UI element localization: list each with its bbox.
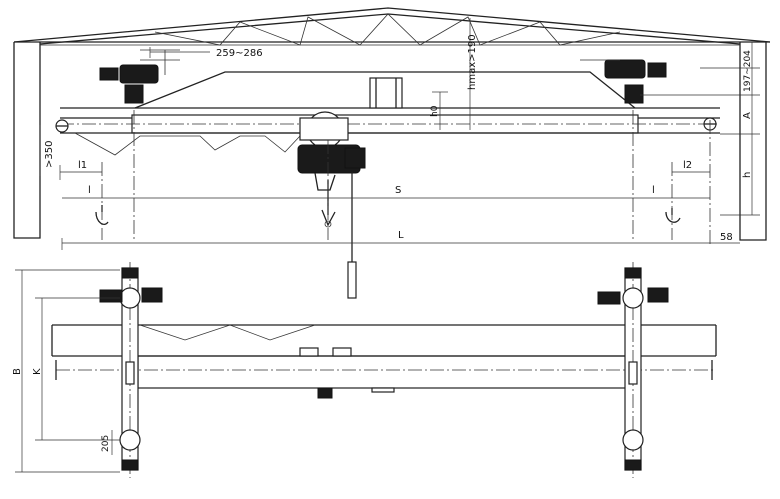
dimension-B: B xyxy=(12,269,120,473)
dimension-h: h xyxy=(720,134,760,216)
end-carriage-left-plan xyxy=(99,262,163,478)
dim-label-197-204: 197~204 xyxy=(743,50,753,92)
dim-label-205: 205 xyxy=(101,435,111,452)
dim-label-l-left: l xyxy=(88,185,91,196)
dimension-197-204: 197~204 xyxy=(640,42,760,96)
dimension-hmax: hmax>190 xyxy=(467,18,478,130)
dim-label-350: >350 xyxy=(44,141,55,168)
drive-motor-left-elevation xyxy=(99,49,180,104)
hoist-trolley xyxy=(297,111,366,191)
dimension-205: 205 xyxy=(101,430,113,455)
dimension-l-right: l xyxy=(633,185,710,199)
dimension-l1: l1 xyxy=(59,160,102,180)
end-carriage-left-elevation xyxy=(55,119,69,133)
dim-label-K: K xyxy=(32,368,43,375)
dim-label-h0: h0 xyxy=(430,105,440,117)
dim-label-58: 58 xyxy=(720,232,733,243)
dimension-A: A xyxy=(720,95,760,135)
dim-label-B: B xyxy=(12,368,23,375)
dimension-L: L xyxy=(61,230,710,250)
dim-label-259-286: 259~286 xyxy=(216,48,263,59)
dim-label-h: h xyxy=(742,172,753,178)
dim-label-l-right: l xyxy=(652,185,655,196)
dim-label-l2: l2 xyxy=(683,160,692,171)
dimension-K: K xyxy=(32,297,120,441)
dimension-58: 58 xyxy=(710,232,740,244)
dim-label-A: A xyxy=(742,112,753,119)
dimension-l-left: l xyxy=(62,185,134,199)
end-carriage-right-plan xyxy=(597,262,669,478)
hook-limit-right xyxy=(665,208,681,223)
dimension-S: S xyxy=(134,185,633,199)
dimension-259-286: 259~286 xyxy=(149,47,263,59)
building-structure xyxy=(13,7,771,241)
dim-label-S: S xyxy=(395,185,401,196)
dimension-l2: l2 xyxy=(672,160,710,173)
dimension-h0: h0 xyxy=(430,91,448,130)
dim-label-hmax: hmax>190 xyxy=(467,34,478,90)
dim-label-L: L xyxy=(398,230,404,241)
dimension-350: >350 xyxy=(39,125,55,176)
dim-label-l1: l1 xyxy=(78,160,87,171)
plan-girder xyxy=(51,324,717,399)
main-girder xyxy=(60,71,720,156)
hook-block-elevation xyxy=(321,172,357,299)
drive-motor-right-elevation xyxy=(580,59,667,104)
